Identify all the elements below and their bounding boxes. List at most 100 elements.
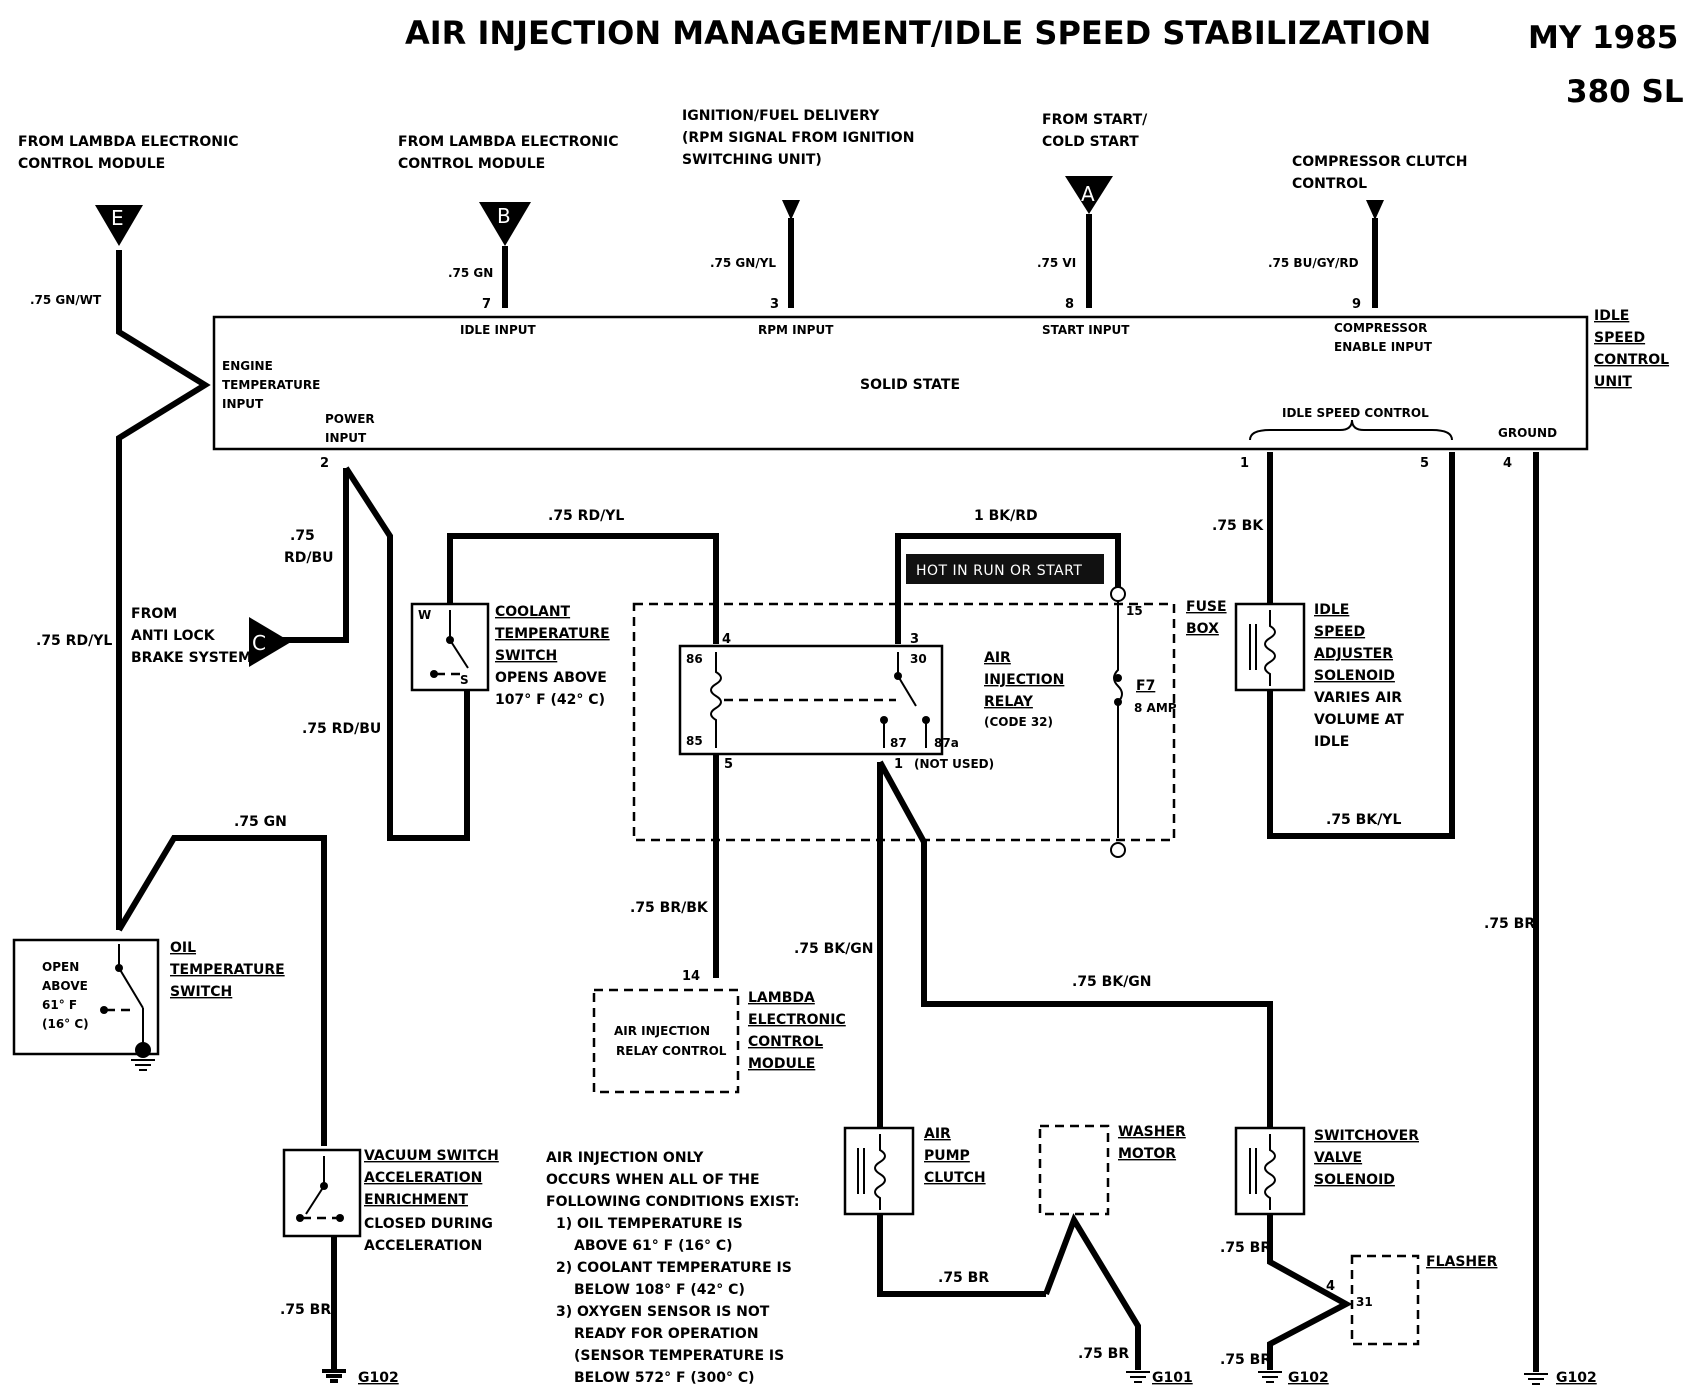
bk-gn-a-label: .75 BK/GN <box>794 941 874 957</box>
fuse-box-label: FUSE BOX <box>1186 599 1227 637</box>
solid-state-label: SOLID STATE <box>860 377 960 393</box>
connector-rpm: IGNITION/FUEL DELIVERY (RPM SIGNAL FROM … <box>682 108 914 337</box>
flasher-name: FLASHER <box>1426 1254 1498 1270</box>
svg-text:CLUTCH: CLUTCH <box>924 1170 986 1186</box>
svg-text:VARIES AIR: VARIES AIR <box>1314 690 1402 706</box>
br-bk-label: .75 BR/BK <box>630 900 709 916</box>
fuse-box <box>632 602 1176 842</box>
pin-4: 4 <box>1503 456 1512 471</box>
svg-text:ACCELERATION: ACCELERATION <box>364 1238 482 1254</box>
relay-pin-87a: 87a <box>934 736 959 750</box>
svg-text:SPEED: SPEED <box>1594 330 1645 346</box>
svg-text:CONTROL MODULE: CONTROL MODULE <box>398 156 545 172</box>
svg-text:OCCURS WHEN ALL OF THE: OCCURS WHEN ALL OF THE <box>546 1172 760 1188</box>
connector-e: FROM LAMBDA ELECTRONIC CONTROL MODULE E … <box>18 134 239 307</box>
air-pump-name: AIR PUMP CLUTCH <box>924 1126 986 1186</box>
engine-temp-input-label: ENGINE TEMPERATURE INPUT <box>222 359 320 411</box>
svg-text:VOLUME AT: VOLUME AT <box>1314 712 1404 728</box>
svg-text:C: C <box>252 631 266 655</box>
ground-g102-vac: G102 <box>358 1370 399 1386</box>
svg-text:INPUT: INPUT <box>222 397 264 411</box>
svg-text:ACCELERATION: ACCELERATION <box>364 1170 482 1186</box>
idle-speed-control-unit <box>212 315 1589 451</box>
coolant-s-pin: S <box>460 673 469 687</box>
flasher-pin-31: 31 <box>1356 1295 1373 1309</box>
svg-text:CLOSED DURING: CLOSED DURING <box>364 1216 493 1232</box>
svg-text:(RPM SIGNAL FROM IGNITION: (RPM SIGNAL FROM IGNITION <box>682 130 914 146</box>
svg-text:IDLE: IDLE <box>1594 308 1629 324</box>
connector-b: FROM LAMBDA ELECTRONIC CONTROL MODULE B … <box>398 134 619 337</box>
br-vac-label: .75 BR <box>280 1302 331 1318</box>
svg-text:ABOVE 61° F (16° C): ABOVE 61° F (16° C) <box>574 1238 733 1254</box>
svg-text:3) OXYGEN SENSOR IS NOT: 3) OXYGEN SENSOR IS NOT <box>556 1304 770 1320</box>
svg-text:COOLANT: COOLANT <box>495 604 571 620</box>
vacuum-switch <box>282 1148 362 1238</box>
svg-text:(16° C): (16° C) <box>42 1017 89 1031</box>
control-unit-name: IDLE SPEED CONTROL UNIT <box>1594 308 1669 390</box>
connector-compressor: COMPRESSOR CLUTCH CONTROL .75 BU/GY/RD 9… <box>1268 154 1467 354</box>
lambda-module-inner: AIR INJECTION RELAY CONTROL <box>614 1024 727 1058</box>
ground-g102-right: G102 <box>1556 1370 1597 1386</box>
svg-text:SOLENOID: SOLENOID <box>1314 668 1395 684</box>
connector-a: FROM START/ COLD START A .75 VI 8 START … <box>1037 112 1148 337</box>
svg-text:SWITCH: SWITCH <box>495 648 557 664</box>
svg-text:POWER: POWER <box>325 412 375 426</box>
ground-g101: G101 <box>1152 1370 1193 1386</box>
lambda-pin-14: 14 <box>682 969 700 984</box>
svg-text:.75 GN: .75 GN <box>448 266 493 280</box>
svg-text:BRAKE SYSTEM: BRAKE SYSTEM <box>131 650 252 666</box>
lambda-electronic-control-module <box>592 988 740 1094</box>
svg-text:IDLE: IDLE <box>1314 602 1349 618</box>
model-name: 380 SL <box>1566 74 1684 110</box>
ground-label: GROUND <box>1498 426 1557 440</box>
svg-text:VALVE: VALVE <box>1314 1150 1362 1166</box>
lambda-module-name: LAMBDA ELECTRONIC CONTROL MODULE <box>748 990 846 1072</box>
svg-text:LAMBDA: LAMBDA <box>748 990 815 1006</box>
br-flasher-label: .75 BR <box>1220 1352 1271 1368</box>
svg-text:2) COOLANT TEMPERATURE IS: 2) COOLANT TEMPERATURE IS <box>556 1260 792 1276</box>
coolant-w-pin: W <box>418 608 431 622</box>
svg-text:COMPRESSOR CLUTCH: COMPRESSOR CLUTCH <box>1292 154 1467 170</box>
svg-text:ADJUSTER: ADJUSTER <box>1314 646 1393 662</box>
vacuum-switch-name: VACUUM SWITCH ACCELERATION ENRICHMENT CL… <box>364 1148 499 1254</box>
svg-text:UNIT: UNIT <box>1594 374 1632 390</box>
svg-text:.75 GN/YL: .75 GN/YL <box>710 256 776 270</box>
svg-text:BELOW 572° F (300° C): BELOW 572° F (300° C) <box>574 1370 755 1386</box>
oil-temperature-switch <box>12 938 160 1056</box>
svg-text:7: 7 <box>482 297 491 312</box>
svg-text:READY FOR OPERATION: READY FOR OPERATION <box>574 1326 759 1342</box>
relay-name: AIR INJECTION RELAY (CODE 32) <box>984 650 1064 729</box>
idle-adjuster-name: IDLE SPEED ADJUSTER SOLENOID VARIES AIR … <box>1314 602 1404 750</box>
svg-text:(SENSOR TEMPERATURE IS: (SENSOR TEMPERATURE IS <box>574 1348 784 1364</box>
svg-text:WASHER: WASHER <box>1118 1124 1186 1140</box>
svg-text:FROM LAMBDA ELECTRONIC: FROM LAMBDA ELECTRONIC <box>398 134 619 150</box>
svg-text:CONTROL MODULE: CONTROL MODULE <box>18 156 165 172</box>
svg-text:COMPRESSOR: COMPRESSOR <box>1334 321 1427 335</box>
svg-text:A: A <box>1081 182 1095 206</box>
pin-5: 5 <box>1420 456 1429 471</box>
svg-text:TEMPERATURE: TEMPERATURE <box>222 378 320 392</box>
svg-text:(CODE 32): (CODE 32) <box>984 715 1053 729</box>
svg-text:AIR: AIR <box>924 1126 951 1142</box>
bk-label: .75 BK <box>1212 518 1264 534</box>
br-pump-label: .75 BR <box>938 1270 989 1286</box>
svg-text:BELOW 108° F (42° C): BELOW 108° F (42° C) <box>574 1282 745 1298</box>
svg-text:FOLLOWING CONDITIONS EXIST:: FOLLOWING CONDITIONS EXIST: <box>546 1194 800 1210</box>
gn-oil-label: .75 GN <box>234 814 287 830</box>
relay-not-used: (NOT USED) <box>914 757 994 771</box>
model-year: MY 1985 <box>1528 20 1678 56</box>
svg-text:TEMPERATURE: TEMPERATURE <box>495 626 610 642</box>
hot-in-run-or-start-badge <box>906 554 1104 584</box>
svg-text:ABOVE: ABOVE <box>42 979 88 993</box>
svg-text:OIL: OIL <box>170 940 196 956</box>
bk-gn-b-label: .75 BK/GN <box>1072 974 1152 990</box>
svg-text:ENRICHMENT: ENRICHMENT <box>364 1192 468 1208</box>
svg-text:FROM: FROM <box>131 606 177 622</box>
svg-text:BOX: BOX <box>1186 621 1219 637</box>
power-input-label: POWER INPUT <box>325 412 375 445</box>
bk-rd-label: 1 BK/RD <box>974 508 1038 524</box>
br-switch-label: .75 BR <box>1220 1240 1271 1256</box>
svg-text:3: 3 <box>770 297 779 312</box>
svg-text:ANTI LOCK: ANTI LOCK <box>131 628 216 644</box>
svg-text:FROM START/: FROM START/ <box>1042 112 1148 128</box>
